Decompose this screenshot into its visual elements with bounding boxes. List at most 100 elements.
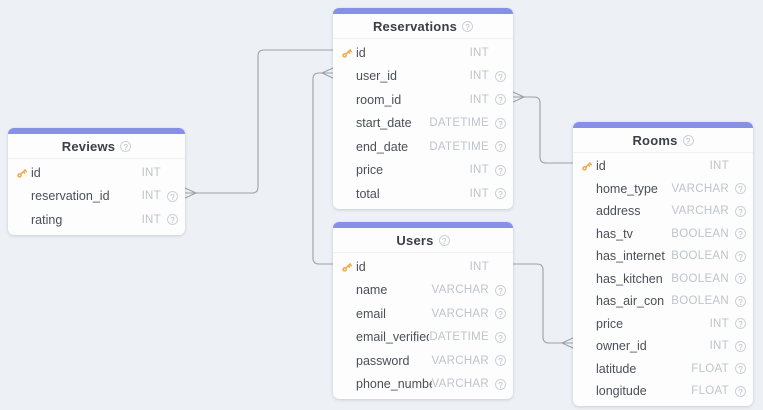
field-name: longitude: [596, 384, 647, 399]
help-icon[interactable]: ?: [682, 134, 694, 146]
table-title: Reservations: [372, 18, 458, 34]
table-title: Rooms: [632, 132, 678, 148]
table-header[interactable]: Reviews ?: [8, 134, 185, 159]
field-name: price: [356, 163, 384, 178]
table-reviews[interactable]: Reviews ? idINT?reservation_idINT?rating…: [8, 128, 185, 235]
primary-key-icon: [16, 167, 31, 179]
field-list: idINT?nameVARCHAR?emailVARCHAR?email_ver…: [333, 253, 513, 399]
field-type: INT: [141, 166, 161, 179]
help-icon[interactable]: ?: [120, 140, 132, 152]
help-icon[interactable]: ?: [438, 234, 450, 246]
field-name: owner_id: [596, 339, 647, 354]
relationship-line[interactable]: [512, 91, 574, 164]
field-type: BOOLEAN: [671, 272, 729, 285]
field-type: BOOLEAN: [671, 227, 729, 240]
field-type: DATETIME: [429, 117, 489, 130]
table-title: Reviews: [61, 138, 116, 154]
help-icon[interactable]: ?: [462, 20, 474, 32]
relationship-line[interactable]: [512, 263, 574, 349]
field-name: id: [356, 259, 366, 274]
field-type: BOOLEAN: [671, 250, 729, 263]
field-row[interactable]: owner_id INT?: [573, 335, 753, 358]
field-help-icon: ?: [735, 340, 746, 352]
relationship-line[interactable]: [184, 49, 334, 199]
field-help-icon: ?: [735, 295, 746, 307]
field-type: INT: [469, 164, 489, 177]
field-name: id: [356, 45, 366, 60]
table-reservations[interactable]: Reservations ? idINT?user_idINT?room_idI…: [333, 8, 513, 209]
field-name: id: [596, 159, 606, 174]
relationship-line[interactable]: [312, 67, 334, 265]
field-type: VARCHAR: [431, 354, 489, 367]
table-rooms[interactable]: Rooms ? idINT?home_typeVARCHAR?addressVA…: [573, 122, 753, 406]
crow-foot-many: [512, 91, 525, 103]
field-help-icon: ?: [167, 190, 178, 202]
field-row[interactable]: email_verified_DATETIME?: [333, 326, 513, 350]
field-name: email: [356, 306, 386, 321]
field-name: id: [31, 165, 41, 180]
field-type: INT: [141, 213, 161, 226]
field-type: DATETIME: [429, 331, 489, 344]
field-type: INT: [469, 187, 489, 200]
field-help-icon: ?: [735, 183, 746, 195]
field-name: address: [596, 204, 641, 219]
field-help-icon: ?: [735, 385, 746, 397]
field-list: idINT?user_idINT?room_idINT?start_dateDA…: [333, 39, 513, 209]
field-type: INT: [709, 160, 729, 173]
field-row[interactable]: latitude FLOAT?: [573, 358, 753, 381]
field-help-icon: ?: [495, 284, 506, 296]
field-name: has_internet: [596, 249, 665, 264]
table-header[interactable]: Reservations ?: [333, 14, 513, 39]
crow-foot-many: [184, 187, 197, 199]
primary-key-icon: [581, 160, 596, 172]
field-type: INT: [469, 93, 489, 106]
field-name: has_air_con: [596, 294, 665, 309]
table-users[interactable]: Users ? idINT?nameVARCHAR?emailVARCHAR?e…: [333, 222, 513, 399]
field-type: VARCHAR: [431, 284, 489, 297]
field-name: latitude: [596, 361, 637, 376]
table-title: Users: [396, 232, 434, 248]
field-help-icon: ?: [495, 188, 506, 200]
table-accent-bar: [573, 122, 753, 128]
field-type: FLOAT: [691, 362, 729, 375]
field-type: VARCHAR: [671, 182, 729, 195]
field-type: INT: [709, 340, 729, 353]
table-accent-bar: [333, 8, 513, 14]
crow-foot-many: [321, 67, 334, 79]
field-name: start_date: [356, 116, 412, 131]
crow-foot-many: [561, 337, 574, 349]
table-header[interactable]: Rooms ?: [573, 128, 753, 153]
field-help-icon: ?: [495, 141, 506, 153]
field-type: VARCHAR: [431, 307, 489, 320]
table-header[interactable]: Users ?: [333, 228, 513, 253]
field-help-icon: ?: [735, 363, 746, 375]
field-type: VARCHAR: [671, 205, 729, 218]
